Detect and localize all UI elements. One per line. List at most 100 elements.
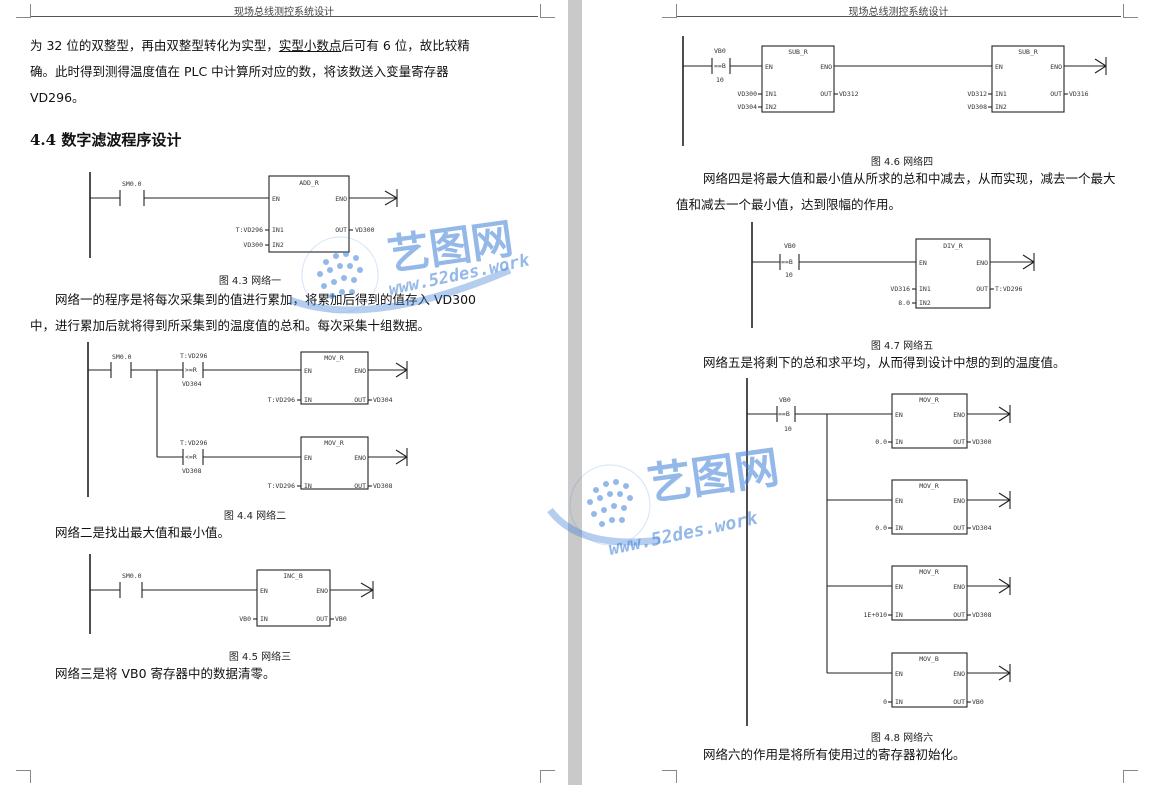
svg-text:IN2: IN2 (272, 241, 284, 249)
svg-text:OUT: OUT (953, 524, 965, 532)
svg-text:SUB_R: SUB_R (1018, 48, 1038, 56)
svg-text:ENO: ENO (335, 195, 347, 203)
svg-text:EN: EN (895, 670, 903, 678)
mov-block-4: MOV_B EN ENO IN 0 OUT VB0 (883, 652, 1011, 708)
svg-text:VD312: VD312 (967, 90, 987, 98)
crop-mark (540, 4, 555, 18)
svg-text:ENO: ENO (354, 454, 366, 462)
crop-mark (1123, 4, 1138, 18)
svg-text:IN2: IN2 (765, 103, 777, 111)
crop-mark (662, 770, 677, 783)
paragraph-network1-line2: 中，进行累加后就将得到所采集到的温度值的总和。每次采集十组数据。 (30, 318, 431, 333)
paragraph-network4-line1: 网络四是将最大值和最小值从所求的总和中减去，从而实现，减去一个最大 (703, 171, 1116, 186)
svg-text:T:VD296: T:VD296 (180, 439, 207, 447)
svg-text:==B: ==B (714, 62, 726, 70)
svg-text:OUT: OUT (1050, 90, 1062, 98)
mov-block-3: MOV_R EN ENO IN 1E+010 OUT VD308 (864, 565, 1011, 621)
page-header-left: 现场总线测控系统设计 (234, 7, 334, 18)
svg-text:IN1: IN1 (995, 90, 1007, 98)
svg-text:10: 10 (716, 76, 724, 84)
svg-text:EN: EN (272, 195, 280, 203)
svg-text:EN: EN (895, 497, 903, 505)
svg-text:ENO: ENO (976, 259, 988, 267)
svg-text:10: 10 (785, 271, 793, 279)
block-title: ADD_R (299, 179, 319, 187)
svg-text:ENO: ENO (1050, 63, 1062, 71)
svg-text:T:VD296: T:VD296 (268, 396, 295, 404)
paragraph-network4-line2: 值和减去一个最小值，达到限幅的作用。 (676, 197, 902, 212)
svg-text:SM0.0: SM0.0 (122, 572, 142, 580)
svg-text:IN: IN (895, 524, 903, 532)
svg-text:VD300: VD300 (355, 226, 375, 234)
svg-text:OUT: OUT (335, 226, 347, 234)
svg-text:OUT: OUT (354, 482, 366, 490)
svg-text:0: 0 (883, 698, 887, 706)
svg-text:VD300: VD300 (737, 90, 757, 98)
header-rule (30, 16, 538, 17)
svg-text:IN: IN (304, 396, 312, 404)
svg-text:MOV_R: MOV_R (919, 396, 939, 404)
svg-text:IN1: IN1 (272, 226, 284, 234)
svg-text:EN: EN (765, 63, 773, 71)
svg-text:VD300: VD300 (243, 241, 263, 249)
intro-line-2: 确。此时得到测得温度值在 PLC 中计算所对应的数，将该数送入变量寄存器 (30, 64, 449, 79)
page-gutter (568, 0, 582, 785)
mov-block-2: MOV_R EN ENO IN 0.0 OUT VD304 (875, 479, 1011, 535)
svg-text:VB0: VB0 (784, 242, 796, 250)
svg-text:VD308: VD308 (182, 467, 202, 475)
svg-text:>=R: >=R (185, 366, 197, 374)
figure-caption: 图 4.3 网络一 (218, 276, 282, 287)
header-rule (676, 16, 1121, 17)
svg-text:OUT: OUT (316, 615, 328, 623)
svg-text:INC_B: INC_B (283, 572, 303, 580)
page-header-right: 现场总线测控系统设计 (848, 7, 949, 18)
svg-text:SUB_R: SUB_R (788, 48, 808, 56)
svg-text:MOV_R: MOV_R (919, 482, 939, 490)
svg-text:IN2: IN2 (995, 103, 1007, 111)
crop-mark (662, 4, 677, 18)
svg-text:0.0: 0.0 (875, 524, 887, 532)
svg-text:EN: EN (304, 454, 312, 462)
svg-text:VD316: VD316 (890, 285, 910, 293)
svg-text:T:VD296: T:VD296 (268, 482, 295, 490)
svg-text:VD304: VD304 (737, 103, 757, 111)
svg-text:ENO: ENO (953, 670, 965, 678)
figure-caption: 图 4.7 网络五 (870, 341, 934, 352)
svg-text:MOV_R: MOV_R (324, 439, 344, 447)
ladder-diagram-network1: SM0.0 ADD_R EN ENO IN1 IN2 T:VD296 VD300… (89, 172, 398, 258)
svg-text:IN1: IN1 (765, 90, 777, 98)
svg-text:<=R: <=R (185, 453, 197, 461)
svg-text:OUT: OUT (953, 611, 965, 619)
svg-text:VD308: VD308 (373, 482, 393, 490)
svg-text:VB0: VB0 (714, 47, 726, 55)
svg-text:IN2: IN2 (919, 299, 931, 307)
intro-line-3: VD296。 (30, 90, 85, 105)
svg-text:T:VD296: T:VD296 (236, 226, 263, 234)
svg-text:OUT: OUT (820, 90, 832, 98)
ladder-diagram-network3: SM0.0 INC_B EN ENO IN VB0 OUT VB0 (89, 554, 374, 634)
mov-block-1: MOV_R EN ENO IN 0.0 OUT VD300 (875, 393, 1011, 449)
svg-text:IN: IN (304, 482, 312, 490)
paragraph-network2: 网络二是找出最大值和最小值。 (55, 525, 231, 540)
section-heading: 4.4 数字滤波程序设计 (30, 131, 182, 149)
svg-text:EN: EN (895, 583, 903, 591)
ladder-diagram-network5: VB0 ==B 10 DIV_R EN ENO IN1 IN2 VD316 8.… (751, 222, 1035, 328)
paragraph-network6: 网络六的作用是将所有使用过的寄存器初始化。 (703, 747, 966, 762)
svg-text:EN: EN (895, 411, 903, 419)
svg-text:ENO: ENO (316, 587, 328, 595)
crop-mark (16, 770, 31, 783)
svg-text:VD316: VD316 (1069, 90, 1089, 98)
left-page: 现场总线测控系统设计 为 32 位的双整型，再由双整型转化为实型，实型小数点后可… (0, 0, 568, 785)
svg-text:IN: IN (895, 438, 903, 446)
svg-text:VD312: VD312 (839, 90, 859, 98)
svg-text:IN1: IN1 (919, 285, 931, 293)
ladder-diagram-network4: VB0 ==B 10 SUB_R EN ENO IN1 IN2 VD300 VD… (682, 36, 1107, 146)
svg-text:EN: EN (304, 367, 312, 375)
svg-text:VB0: VB0 (239, 615, 251, 623)
svg-text:1E+010: 1E+010 (864, 611, 888, 619)
ladder-diagram-network2: SM0.0 T:VD296 >=R VD304 MOV_R EN ENO IN … (87, 342, 408, 497)
svg-text:0.0: 0.0 (875, 438, 887, 446)
svg-text:DIV_R: DIV_R (943, 242, 963, 250)
intro-line-1: 为 32 位的双整型，再由双整型转化为实型，实型小数点后可有 6 位，故比较精 (30, 38, 470, 53)
svg-text:VD304: VD304 (182, 380, 202, 388)
